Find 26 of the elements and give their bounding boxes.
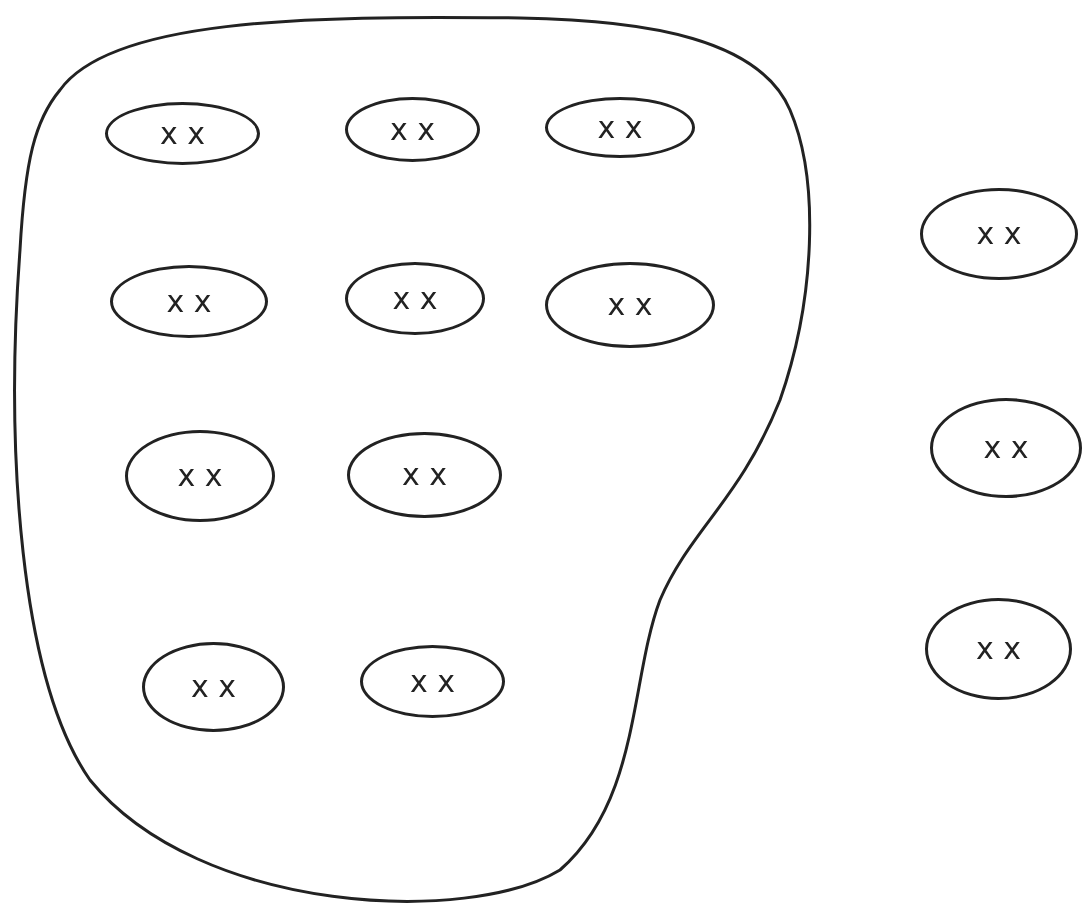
oval [925,598,1072,700]
oval [347,432,502,518]
oval [930,398,1082,498]
oval [345,97,480,162]
mark-text: x x [597,112,643,143]
mark-text: x x [177,461,223,491]
mark-text: x x [607,290,653,320]
mark-text: x x [401,460,447,490]
mark-text: x x [166,286,212,317]
mark-text: x x [389,114,435,145]
oval [545,262,715,348]
mark-text: x x [392,283,438,314]
mark-text: x x [983,433,1029,463]
oval [110,265,268,338]
oval [345,262,485,335]
mark-text: x x [975,634,1021,664]
mark-text: x x [976,219,1022,249]
mark-text: x x [409,666,455,697]
oval [920,188,1078,280]
oval [142,642,285,732]
oval [360,645,505,718]
mark-text: x x [159,118,205,149]
oval [125,430,275,522]
oval [105,102,260,165]
oval [545,97,695,158]
mark-text: x x [190,672,236,702]
